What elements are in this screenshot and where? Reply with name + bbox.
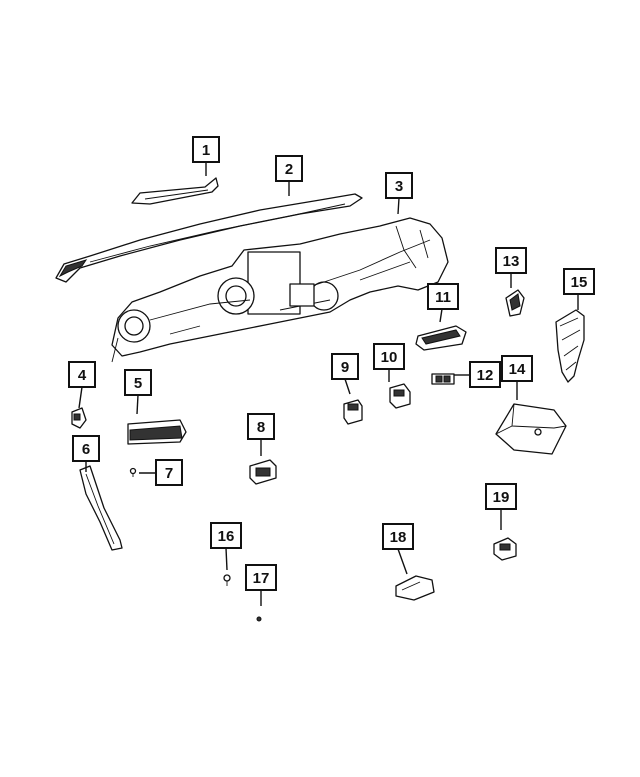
callout-label: 13 bbox=[503, 253, 520, 270]
callout-label: 14 bbox=[509, 361, 526, 378]
callout-9: 9 bbox=[331, 353, 359, 380]
callout-label: 9 bbox=[341, 359, 349, 376]
callout-15: 15 bbox=[563, 268, 595, 295]
part-16-screw bbox=[223, 574, 231, 586]
leader-5 bbox=[136, 394, 139, 415]
leader-9 bbox=[344, 378, 351, 395]
callout-label: 2 bbox=[285, 161, 293, 178]
callout-label: 6 bbox=[82, 441, 90, 458]
part-4-clip bbox=[71, 407, 87, 429]
part-12-bezel bbox=[431, 373, 455, 385]
part-17-nut bbox=[256, 616, 262, 622]
part-10-switch bbox=[389, 383, 411, 409]
callout-18: 18 bbox=[382, 523, 414, 550]
callout-label: 4 bbox=[78, 367, 87, 384]
leader-lines bbox=[78, 162, 579, 606]
callout-7: 7 bbox=[155, 459, 183, 486]
leader-11 bbox=[439, 308, 443, 323]
callout-label: 18 bbox=[390, 529, 407, 546]
leader-16 bbox=[225, 547, 228, 571]
part-15-end-panel bbox=[555, 309, 585, 383]
callout-label: 19 bbox=[493, 489, 510, 506]
callout-label: 10 bbox=[381, 349, 398, 366]
callout-6: 6 bbox=[72, 435, 100, 462]
callout-17: 17 bbox=[245, 564, 277, 591]
callout-label: 16 bbox=[218, 528, 235, 545]
callout-13: 13 bbox=[495, 247, 527, 274]
callout-label: 5 bbox=[134, 375, 142, 392]
leader-18 bbox=[397, 548, 408, 575]
callout-label: 3 bbox=[395, 178, 403, 195]
callout-3: 3 bbox=[385, 172, 413, 199]
callout-11: 11 bbox=[427, 283, 459, 310]
part-5-trim-panel bbox=[127, 419, 187, 445]
callout-label: 8 bbox=[257, 419, 265, 436]
callout-10: 10 bbox=[373, 343, 405, 370]
part-7-screw bbox=[129, 467, 137, 477]
leader-3 bbox=[397, 197, 400, 215]
callout-label: 1 bbox=[202, 142, 210, 159]
part-13-handle bbox=[505, 289, 525, 317]
part-11-panel-insert bbox=[415, 325, 467, 351]
part-14-control-module bbox=[495, 403, 567, 455]
part-2-panel-top-cover bbox=[55, 193, 363, 283]
callout-label: 17 bbox=[253, 570, 270, 587]
part-1-defroster-duct bbox=[131, 177, 219, 205]
callout-1: 1 bbox=[192, 136, 220, 163]
part-3-panel-frame bbox=[111, 217, 449, 363]
part-6-side-trim bbox=[79, 465, 123, 551]
part-19-switch bbox=[493, 537, 517, 561]
callout-5: 5 bbox=[124, 369, 152, 396]
callout-19: 19 bbox=[485, 483, 517, 510]
callout-12: 12 bbox=[469, 361, 501, 388]
callout-2: 2 bbox=[275, 155, 303, 182]
callout-4: 4 bbox=[68, 361, 96, 388]
callout-label: 7 bbox=[165, 465, 173, 482]
callout-label: 12 bbox=[477, 367, 494, 384]
callout-14: 14 bbox=[501, 355, 533, 382]
callout-label: 11 bbox=[435, 289, 451, 306]
leader-4 bbox=[78, 386, 83, 409]
callout-8: 8 bbox=[247, 413, 275, 440]
callout-16: 16 bbox=[210, 522, 242, 549]
part-8-bracket bbox=[249, 459, 277, 485]
callout-label: 15 bbox=[571, 274, 588, 291]
part-9-switch bbox=[343, 399, 363, 425]
part-18-connector bbox=[395, 575, 435, 601]
